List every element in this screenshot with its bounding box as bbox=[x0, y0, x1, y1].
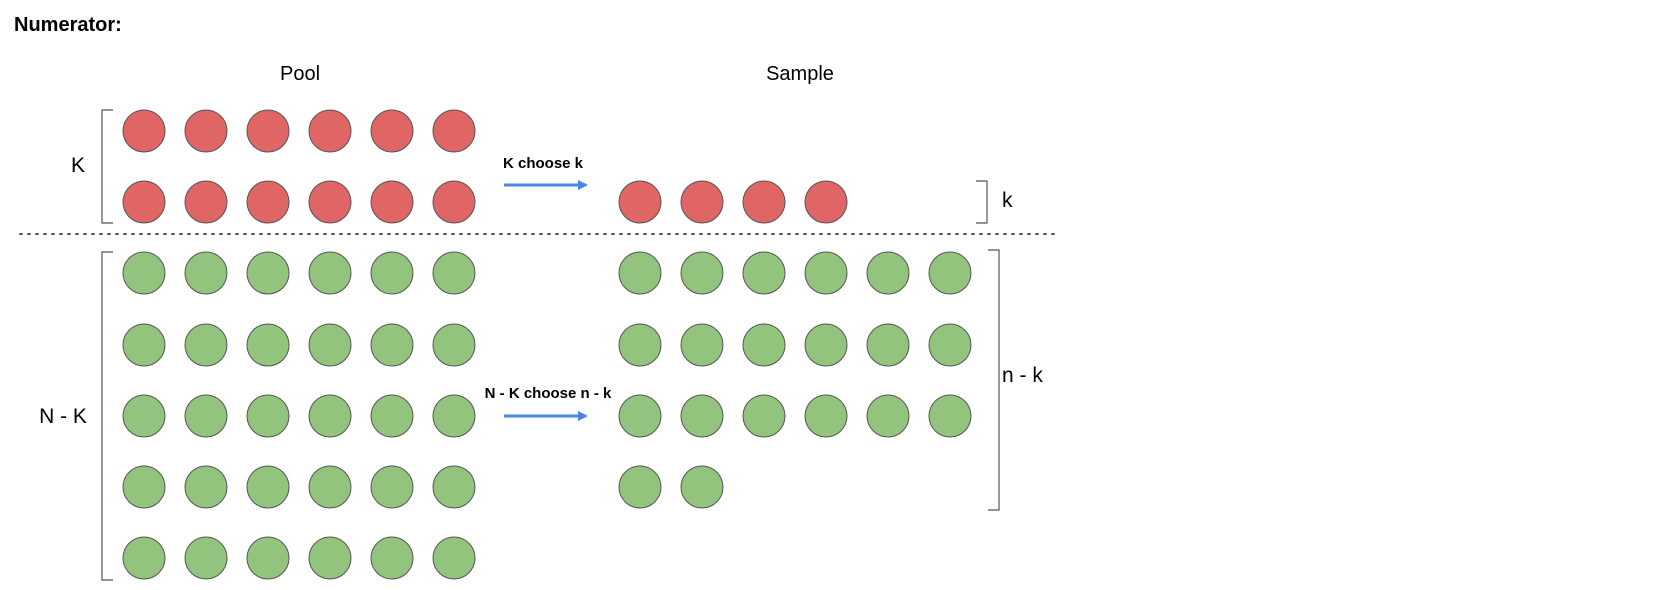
circle-ball-icon bbox=[184, 323, 228, 367]
circle-ball-icon bbox=[184, 251, 228, 295]
circle-ball-icon bbox=[432, 323, 476, 367]
circle-ball-icon bbox=[742, 251, 786, 295]
circle-ball-icon bbox=[680, 180, 724, 224]
circle-ball-icon bbox=[804, 180, 848, 224]
circle-ball-icon bbox=[308, 180, 352, 224]
arrow-label-top: K choose k bbox=[503, 155, 584, 172]
circle-ball-icon bbox=[804, 394, 848, 438]
circle-ball-icon bbox=[928, 323, 972, 367]
circle-ball-icon bbox=[122, 394, 166, 438]
circle-ball-icon bbox=[680, 394, 724, 438]
circle-ball-icon bbox=[618, 465, 662, 509]
circle-ball-icon bbox=[742, 180, 786, 224]
circle-ball-icon bbox=[122, 323, 166, 367]
label-n-minus-k: n - k bbox=[1002, 364, 1043, 387]
circle-ball-icon bbox=[122, 536, 166, 580]
circle-ball-icon bbox=[742, 323, 786, 367]
circle-ball-icon bbox=[122, 251, 166, 295]
circle-ball-icon bbox=[928, 251, 972, 295]
arrow-label-bottom: N - K choose n - k bbox=[485, 385, 612, 402]
circle-ball-icon bbox=[618, 251, 662, 295]
sample-column-header: Sample bbox=[766, 63, 834, 85]
pool-red-balls bbox=[122, 109, 476, 224]
circle-ball-icon bbox=[308, 251, 352, 295]
circle-ball-icon bbox=[370, 109, 414, 153]
circle-ball-icon bbox=[184, 465, 228, 509]
circle-ball-icon bbox=[308, 465, 352, 509]
bracket-K bbox=[101, 109, 113, 224]
circle-ball-icon bbox=[866, 394, 910, 438]
circle-ball-icon bbox=[308, 394, 352, 438]
circle-ball-icon bbox=[866, 323, 910, 367]
circle-ball-icon bbox=[928, 394, 972, 438]
circle-ball-icon bbox=[370, 323, 414, 367]
label-N-minus-K: N - K bbox=[39, 405, 87, 428]
circle-ball-icon bbox=[184, 394, 228, 438]
circle-ball-icon bbox=[432, 251, 476, 295]
circle-ball-icon bbox=[184, 180, 228, 224]
circle-ball-icon bbox=[246, 536, 290, 580]
circle-ball-icon bbox=[308, 323, 352, 367]
circle-ball-icon bbox=[432, 180, 476, 224]
circle-ball-icon bbox=[432, 394, 476, 438]
circle-ball-icon bbox=[370, 180, 414, 224]
circle-ball-icon bbox=[122, 465, 166, 509]
circle-ball-icon bbox=[432, 465, 476, 509]
circle-ball-icon bbox=[370, 394, 414, 438]
bracket-k bbox=[976, 180, 988, 224]
circle-ball-icon bbox=[370, 536, 414, 580]
circle-ball-icon bbox=[246, 251, 290, 295]
circle-ball-icon bbox=[246, 465, 290, 509]
bracket-n-minus-k bbox=[988, 249, 1000, 511]
label-k: k bbox=[1002, 189, 1013, 212]
circle-ball-icon bbox=[184, 536, 228, 580]
circle-ball-icon bbox=[618, 394, 662, 438]
circle-ball-icon bbox=[122, 109, 166, 153]
circle-ball-icon bbox=[432, 536, 476, 580]
sample-red-balls bbox=[618, 180, 848, 224]
circle-ball-icon bbox=[246, 180, 290, 224]
circle-ball-icon bbox=[308, 109, 352, 153]
pool-green-balls bbox=[122, 251, 476, 580]
circle-ball-icon bbox=[804, 323, 848, 367]
circle-ball-icon bbox=[370, 465, 414, 509]
circle-ball-icon bbox=[370, 251, 414, 295]
circle-ball-icon bbox=[184, 109, 228, 153]
label-K: K bbox=[71, 154, 85, 177]
circle-ball-icon bbox=[742, 394, 786, 438]
circle-ball-icon bbox=[122, 180, 166, 224]
pool-column-header: Pool bbox=[280, 63, 320, 85]
circle-ball-icon bbox=[246, 394, 290, 438]
circle-ball-icon bbox=[308, 536, 352, 580]
circle-ball-icon bbox=[618, 180, 662, 224]
circle-ball-icon bbox=[618, 323, 662, 367]
heading: Numerator: bbox=[14, 14, 122, 36]
circle-ball-icon bbox=[432, 109, 476, 153]
circle-ball-icon bbox=[246, 323, 290, 367]
circle-ball-icon bbox=[804, 251, 848, 295]
circle-ball-icon bbox=[680, 251, 724, 295]
circle-ball-icon bbox=[680, 323, 724, 367]
sample-green-balls bbox=[618, 251, 972, 509]
circle-ball-icon bbox=[866, 251, 910, 295]
circle-ball-icon bbox=[680, 465, 724, 509]
bracket-N-minus-K bbox=[101, 251, 113, 581]
circle-ball-icon bbox=[246, 109, 290, 153]
